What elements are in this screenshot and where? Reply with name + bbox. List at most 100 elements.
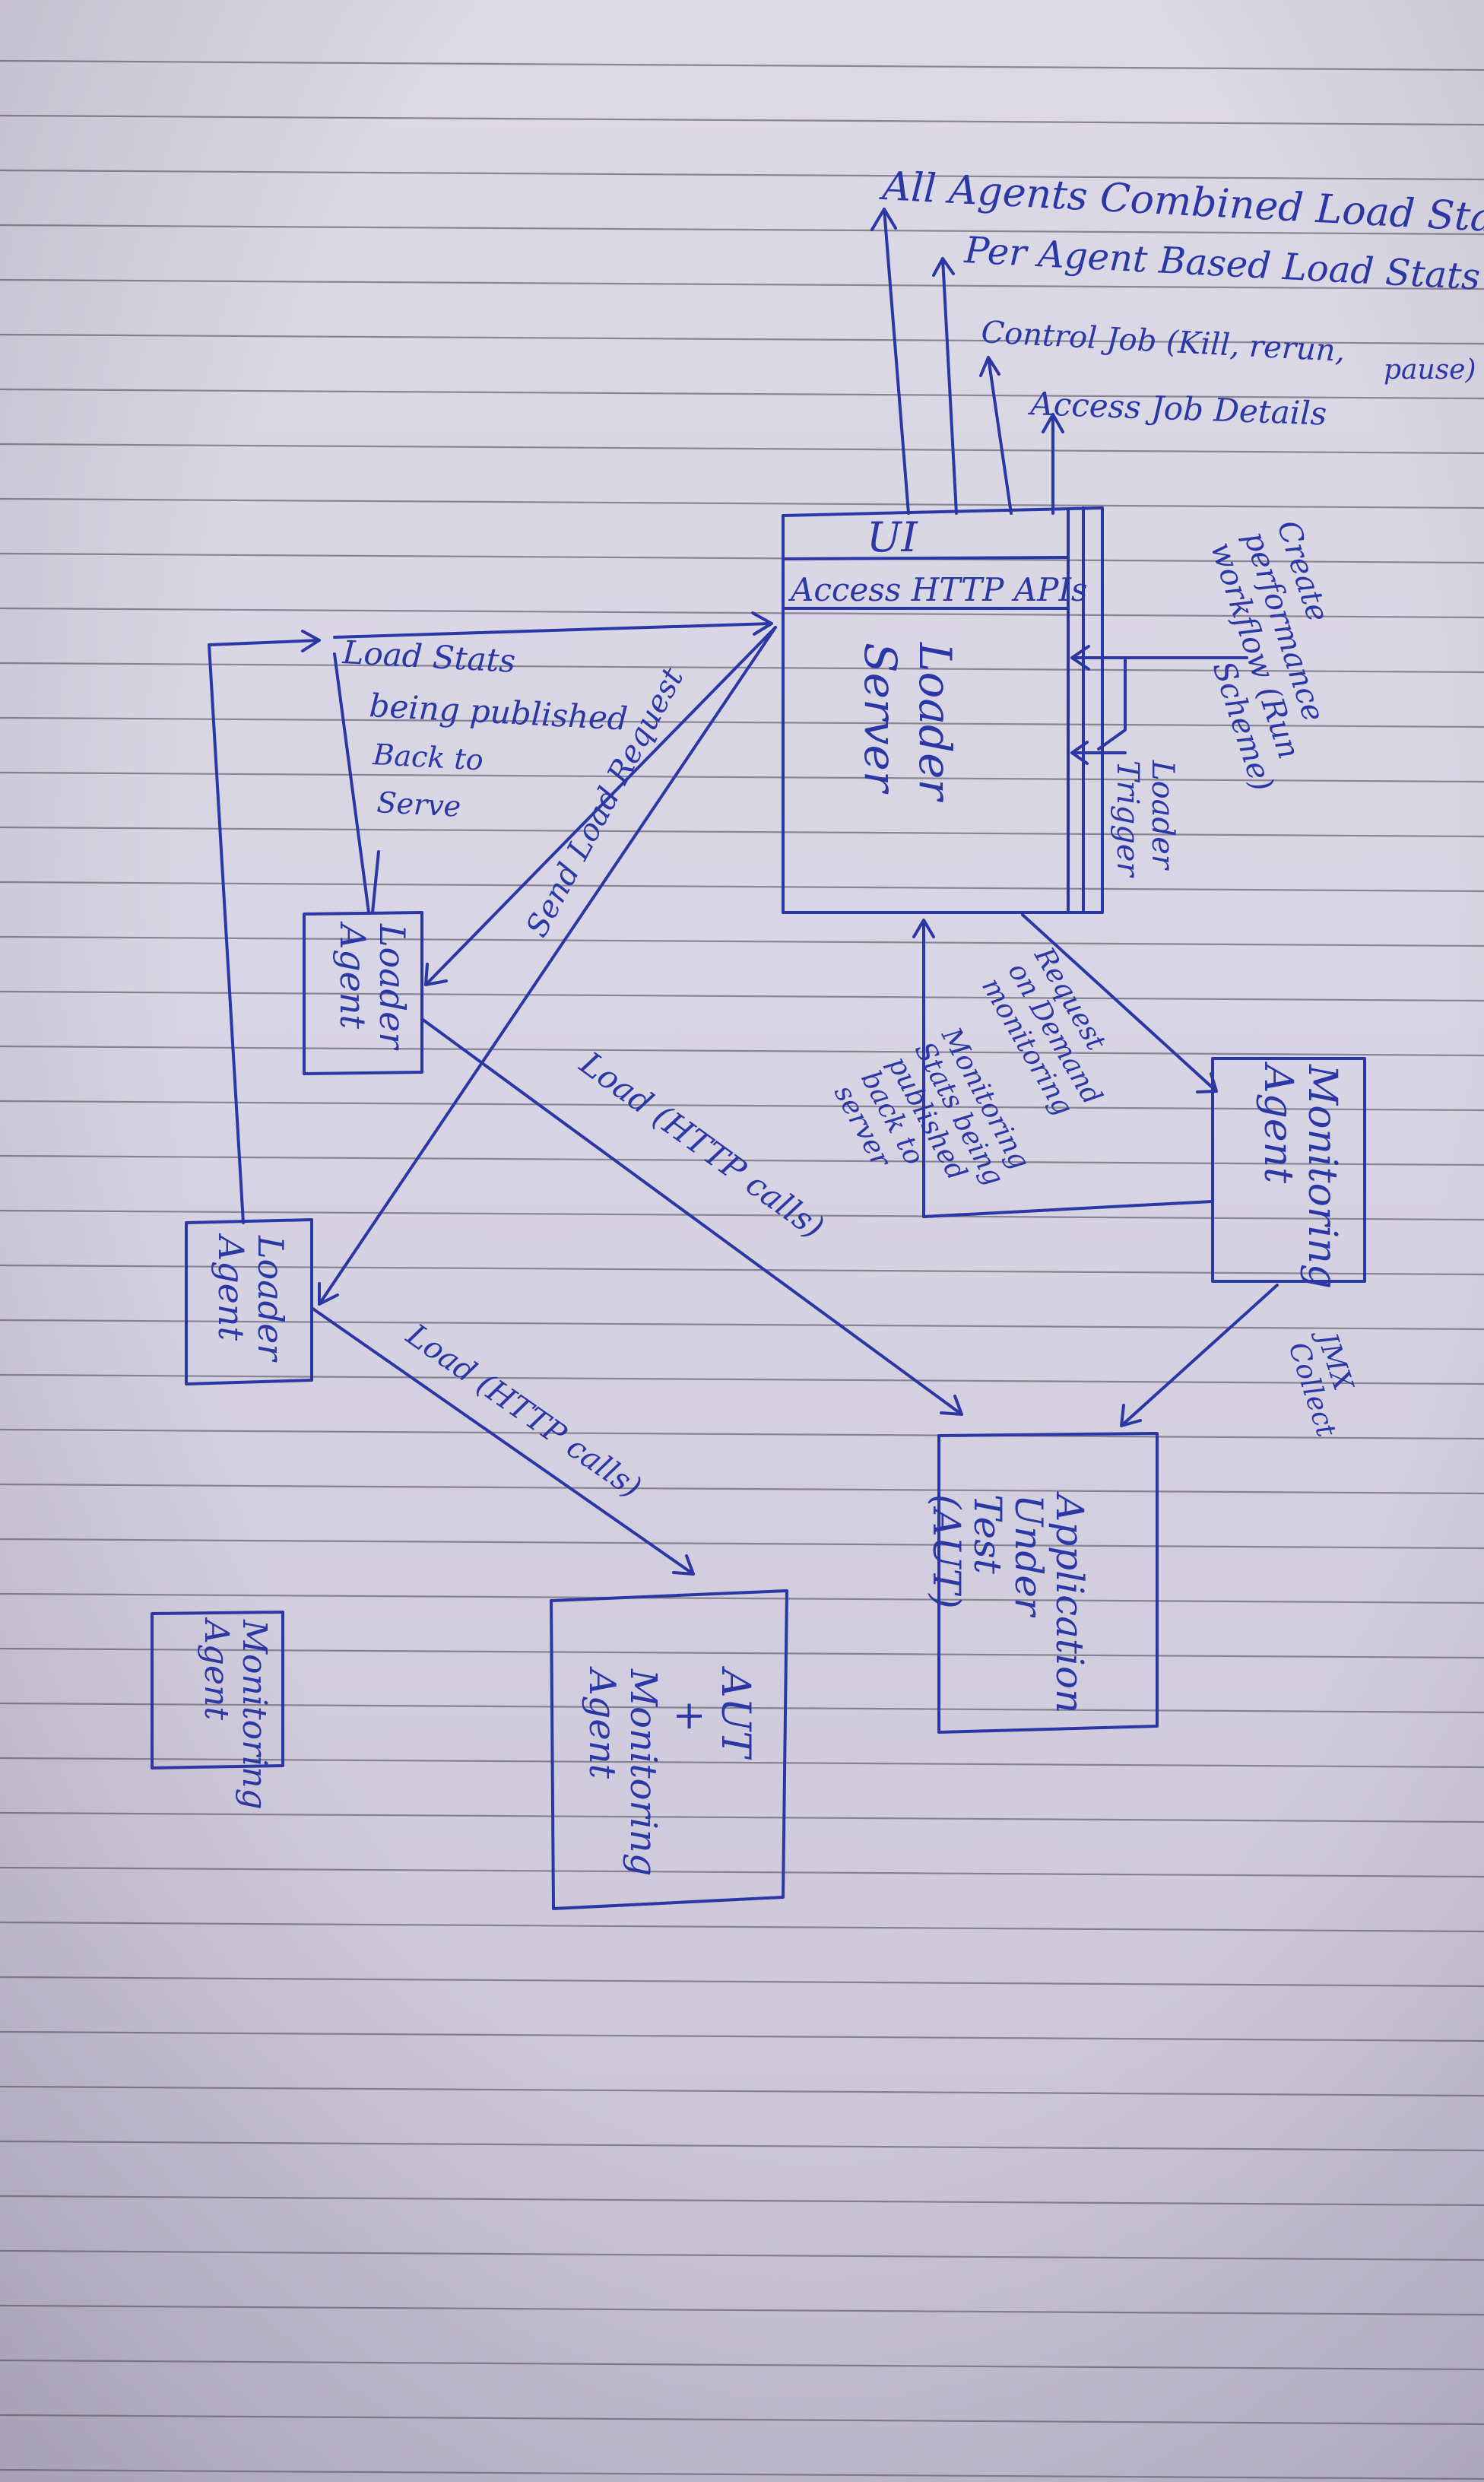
ruled-line bbox=[0, 1373, 1484, 1385]
ruled-line bbox=[0, 2140, 1484, 2152]
ruled-line bbox=[0, 1264, 1484, 1276]
ruled-line bbox=[0, 1811, 1484, 1823]
ruled-line bbox=[0, 2359, 1484, 2371]
label-trigger-l1: Trigger bbox=[1110, 760, 1145, 878]
label-job-details: Access Job Details bbox=[1027, 385, 1327, 433]
aut-box bbox=[937, 1432, 1159, 1734]
loader-agent-2-label: Loader Agent bbox=[211, 1233, 291, 1363]
arrow-per-agent-stats bbox=[932, 257, 958, 515]
ruled-line bbox=[0, 826, 1484, 838]
ruled-line bbox=[0, 1647, 1484, 1659]
loader-agent-1-l2: Agent bbox=[332, 921, 373, 1030]
loader-agent-2-l2: Agent bbox=[211, 1233, 252, 1341]
monitoring-agent-1-l1: Monitoring bbox=[1299, 1064, 1345, 1289]
arrow-request-agent1 bbox=[424, 626, 777, 986]
loader-agent-2-box bbox=[185, 1218, 313, 1385]
ruled-line bbox=[0, 2414, 1484, 2426]
line-agent1-loadstats-2 bbox=[371, 850, 380, 914]
label-monitoring-stats: Monitoring Stats being published back to… bbox=[828, 1022, 1035, 1191]
label-collect-jmx: Collect JMX bbox=[1282, 1324, 1359, 1441]
label-loader-server: Loader Server bbox=[855, 642, 961, 802]
label-create-workflow: Create performance workflow (Run Scheme) bbox=[1203, 516, 1336, 795]
top-output-arrows bbox=[870, 208, 1064, 515]
label-access-http-apis: Access HTTP APIs bbox=[788, 571, 1087, 608]
arrow-load-http-1 bbox=[420, 1017, 963, 1416]
loader-agent-1-label: Loader Agent bbox=[332, 921, 413, 1051]
aut-monitor-l3: Monitoring bbox=[622, 1668, 664, 1876]
ruled-line bbox=[0, 1045, 1484, 1057]
loader-server-box bbox=[782, 506, 1104, 914]
ruled-line bbox=[0, 1100, 1484, 1112]
loader-agent-1-box bbox=[303, 911, 423, 1075]
ruled-line bbox=[0, 2468, 1484, 2480]
label-loadstats-l4: Serve bbox=[376, 786, 462, 824]
aut-l3: Test bbox=[966, 1494, 1010, 1575]
arrow-trigger bbox=[1070, 741, 1127, 765]
arrow-loadstats-to-server bbox=[333, 611, 773, 639]
line-agent1-loadstats bbox=[333, 652, 370, 914]
aut-label: Application Under Test (AUT) bbox=[924, 1491, 1092, 1713]
ruled-line bbox=[0, 388, 1484, 400]
label-loadstats-l2: being published bbox=[368, 687, 629, 738]
label-trigger-loader: Trigger Loader bbox=[1110, 760, 1180, 878]
monitoring-agent-1-box bbox=[1211, 1057, 1366, 1283]
aut-monitoring-box bbox=[550, 1589, 788, 1910]
diagram: All Agents Combined Load Stats Per Agent… bbox=[151, 163, 1484, 1910]
ruled-line bbox=[0, 935, 1484, 947]
monitoring-agent-1-label: Monitoring Agent bbox=[1255, 1062, 1345, 1289]
label-loader-server-l2: Server bbox=[855, 643, 906, 795]
ruled-line bbox=[0, 1866, 1484, 1878]
ruled-line bbox=[0, 771, 1484, 783]
aut-l1: Application bbox=[1048, 1491, 1092, 1713]
label-control-job-cont: pause) bbox=[1384, 354, 1476, 386]
ruled-line bbox=[0, 1319, 1484, 1331]
ruled-line bbox=[0, 169, 1484, 181]
aut-monitor-l1: AUT bbox=[712, 1666, 758, 1760]
ruled-lines bbox=[0, 59, 1484, 2480]
monitoring-agent-2-l1: Monitoring bbox=[235, 1619, 274, 1810]
ruled-line bbox=[0, 1209, 1484, 1221]
loader-agent-2-l1: Loader bbox=[250, 1235, 291, 1363]
ruled-line bbox=[0, 990, 1484, 1002]
ruled-line bbox=[0, 2195, 1484, 2207]
arrow-request-monitoring bbox=[1021, 913, 1218, 1093]
label-loadstats-l1: Load Stats bbox=[341, 633, 516, 680]
ruled-line bbox=[0, 1428, 1484, 1440]
label-loader-server-l1: Loader bbox=[909, 642, 961, 802]
aut-monitor-l2: + bbox=[667, 1700, 712, 1733]
ruled-line bbox=[0, 443, 1484, 455]
ruled-line bbox=[0, 1702, 1484, 1714]
monitoring-agent-2-l2: Agent bbox=[197, 1617, 236, 1720]
ruled-line bbox=[0, 2030, 1484, 2042]
arrow-request-agent2 bbox=[318, 626, 777, 1306]
ruled-line bbox=[0, 662, 1484, 674]
ruled-line bbox=[0, 1538, 1484, 1550]
monitoring-agent-2-box bbox=[151, 1611, 284, 1769]
ruled-line bbox=[0, 59, 1484, 71]
monitoring-agent-1-l2: Agent bbox=[1255, 1062, 1301, 1183]
label-load-http-2: Load (HTTP calls) bbox=[399, 1317, 647, 1506]
ruled-line bbox=[0, 497, 1484, 509]
arrow-combined-stats bbox=[870, 208, 910, 515]
ruled-line bbox=[0, 607, 1484, 619]
label-ui: UI bbox=[867, 513, 919, 561]
arrow-collect-jmx bbox=[1120, 1284, 1279, 1427]
loader-agent-1-l1: Loader bbox=[372, 923, 413, 1051]
ruled-line bbox=[0, 1976, 1484, 1988]
ruled-line bbox=[0, 2304, 1484, 2316]
label-control-job: Control Job (Kill, rerun, bbox=[980, 315, 1346, 369]
ruled-line bbox=[0, 1757, 1484, 1769]
ruled-line bbox=[0, 881, 1484, 893]
monitoring-agent-2-label: Monitoring Agent bbox=[197, 1617, 274, 1810]
arrow-load-http-2 bbox=[310, 1306, 695, 1576]
ruled-line bbox=[0, 114, 1484, 126]
arrow-control-job bbox=[979, 356, 1013, 515]
aut-monitor-l4: Agent bbox=[581, 1666, 623, 1779]
ruled-line bbox=[0, 1592, 1484, 1604]
arrow-create-workflow bbox=[1070, 645, 1248, 671]
ruled-line bbox=[0, 716, 1484, 728]
arrow-create-workflow-branch bbox=[1097, 656, 1127, 751]
label-trigger-l2: Loader bbox=[1145, 760, 1180, 871]
aut-l4: (AUT) bbox=[924, 1494, 969, 1609]
